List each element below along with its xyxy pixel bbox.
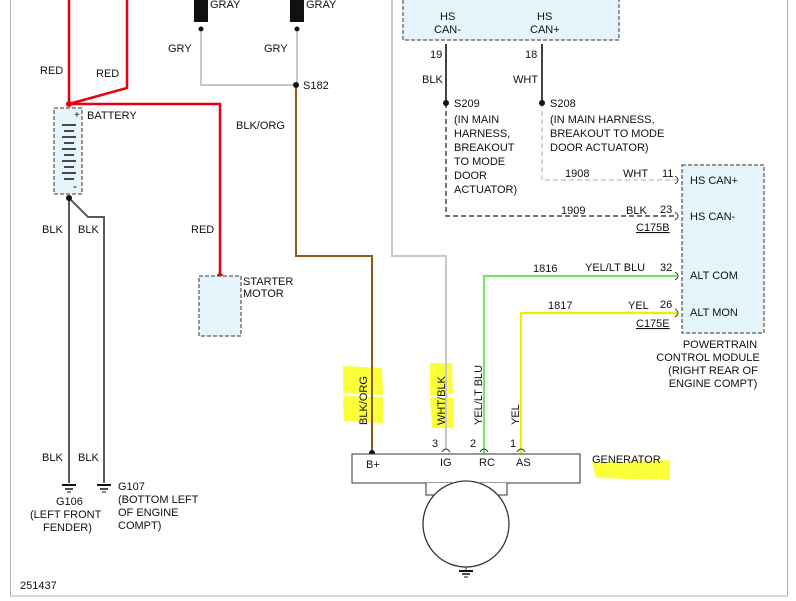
svg-text:BLK: BLK <box>42 452 63 464</box>
svg-text:G107: G107 <box>118 481 145 493</box>
svg-text:YEL/LT BLU: YEL/LT BLU <box>585 262 645 274</box>
terminal-rc: RC <box>479 457 495 469</box>
svg-text:BREAKOUT TO MODE: BREAKOUT TO MODE <box>550 128 664 140</box>
pcm-pin-32: 32 <box>660 262 672 274</box>
pcm-pin-26: 26 <box>660 299 672 311</box>
pin-1: 1 <box>510 438 516 450</box>
svg-text:+: + <box>74 110 80 121</box>
top-fuses: GRAY GRAY <box>194 0 337 32</box>
terminal-ig: IG <box>440 457 452 469</box>
svg-text:RED: RED <box>40 65 63 77</box>
starter-label-2: MOTOR <box>243 288 284 300</box>
svg-text:WHT: WHT <box>623 168 648 180</box>
svg-text:HS: HS <box>440 11 455 23</box>
svg-text:GRY: GRY <box>168 43 192 55</box>
starter-motor: STARTER MOTOR <box>198 275 293 337</box>
svg-text:YEL: YEL <box>628 300 649 312</box>
svg-text:DOOR: DOOR <box>454 170 487 182</box>
svg-text:BREAKOUT: BREAKOUT <box>454 142 515 154</box>
svg-text:BLK: BLK <box>78 452 99 464</box>
pcm-pin-26-name: ALT MON <box>690 307 738 319</box>
pcm-pin-11: 11 <box>662 168 673 180</box>
svg-text:OF ENGINE: OF ENGINE <box>118 507 179 519</box>
vert-yel: YEL <box>510 404 522 425</box>
svg-text:CAN-: CAN- <box>434 24 461 36</box>
svg-text:(BOTTOM LEFT: (BOTTOM LEFT <box>118 494 199 506</box>
pin-3: 3 <box>432 438 438 450</box>
gray-wires <box>200 0 447 450</box>
diagram-frame <box>10 0 788 597</box>
pcm-pin-11-name: HS CAN+ <box>690 175 738 187</box>
svg-text:(LEFT FRONT: (LEFT FRONT <box>30 509 102 521</box>
svg-text:BLK: BLK <box>422 74 443 86</box>
svg-text:1909: 1909 <box>561 205 585 217</box>
svg-text:GRY: GRY <box>264 43 288 55</box>
svg-text:ACTUATOR): ACTUATOR) <box>454 184 517 196</box>
svg-text:WHT: WHT <box>513 74 538 86</box>
svg-text:1816: 1816 <box>533 263 557 275</box>
vert-yel-lt-blu: YEL/LT BLU <box>473 365 485 425</box>
blk-org-wire <box>295 88 373 452</box>
svg-text:G106: G106 <box>56 496 83 508</box>
terminal-b-plus: B+ <box>366 459 380 471</box>
svg-text:FENDER): FENDER) <box>43 522 92 534</box>
svg-text:TO MODE: TO MODE <box>454 156 505 168</box>
ground-g107: G107 (BOTTOM LEFT OF ENGINE COMPT) <box>97 481 199 532</box>
battery-label: BATTERY <box>87 110 137 122</box>
generator-label: GENERATOR <box>592 454 661 466</box>
splice-s208: S208 (IN MAIN HARNESS, BREAKOUT TO MODE … <box>550 98 664 154</box>
generator: GENERATOR B+ IG RC AS 3 2 1 BLK/ORG WHT/… <box>351 365 661 578</box>
connector-c175b: C175B <box>636 222 670 234</box>
svg-text:RED: RED <box>191 224 214 236</box>
svg-text:S208: S208 <box>550 98 576 110</box>
battery: + - BATTERY <box>53 107 137 195</box>
svg-text:(RIGHT REAR OF: (RIGHT REAR OF <box>668 365 758 377</box>
svg-text:BLK: BLK <box>42 224 63 236</box>
svg-text:BLK: BLK <box>626 205 647 217</box>
svg-text:CONTROL MODULE: CONTROL MODULE <box>656 352 760 364</box>
svg-text:(IN MAIN HARNESS,: (IN MAIN HARNESS, <box>550 114 655 126</box>
splice-s209: S209 (IN MAIN HARNESS, BREAKOUT TO MODE … <box>454 98 517 196</box>
pin-2: 2 <box>470 438 476 450</box>
splice-s182: S182 <box>303 80 329 92</box>
svg-text:RED: RED <box>96 68 119 80</box>
terminal-as: AS <box>516 457 531 469</box>
can-wires <box>445 44 677 454</box>
svg-text:POWERTRAIN: POWERTRAIN <box>683 339 757 351</box>
top-can-module: HS CAN- HS CAN+ 19 18 <box>402 0 620 61</box>
svg-text:(IN MAIN: (IN MAIN <box>454 114 499 126</box>
diagram-id: 251437 <box>20 580 57 592</box>
pcm-pin-23: 23 <box>660 204 672 216</box>
svg-text:DOOR ACTUATOR): DOOR ACTUATOR) <box>550 142 649 154</box>
pcm-pin-23-name: HS CAN- <box>690 211 736 223</box>
svg-text:BLK/ORG: BLK/ORG <box>236 120 285 132</box>
connector-c175e: C175E <box>636 318 670 330</box>
vert-wht-blk: WHT/BLK <box>436 375 448 425</box>
wire-labels: RED RED RED GRY GRY BLK/ORG BLK BLK BLK … <box>40 43 649 464</box>
svg-text:ENGINE COMPT): ENGINE COMPT) <box>669 378 758 390</box>
pin-18: 18 <box>525 49 537 61</box>
svg-text:1817: 1817 <box>548 300 572 312</box>
red-wires <box>67 0 222 276</box>
svg-text:BLK: BLK <box>78 224 99 236</box>
svg-text:-: - <box>73 179 77 193</box>
ground-g106: G106 (LEFT FRONT FENDER) <box>30 484 102 534</box>
svg-text:S209: S209 <box>454 98 480 110</box>
starter-label-1: STARTER <box>243 276 293 288</box>
pcm-pin-32-name: ALT COM <box>690 270 738 282</box>
fuse-left-label: GRAY <box>210 0 241 11</box>
svg-text:HS: HS <box>537 11 552 23</box>
pcm-module: 11 HS CAN+ 23 HS CAN- 32 ALT COM 26 ALT … <box>636 164 765 390</box>
ground-wires <box>68 197 105 483</box>
fuse-right-label: GRAY <box>306 0 337 11</box>
svg-text:1908: 1908 <box>565 168 589 180</box>
pin-19: 19 <box>430 49 442 61</box>
svg-text:COMPT): COMPT) <box>118 520 161 532</box>
vert-blk-org: BLK/ORG <box>358 376 370 425</box>
svg-text:HARNESS,: HARNESS, <box>454 128 510 140</box>
svg-text:CAN+: CAN+ <box>530 24 560 36</box>
